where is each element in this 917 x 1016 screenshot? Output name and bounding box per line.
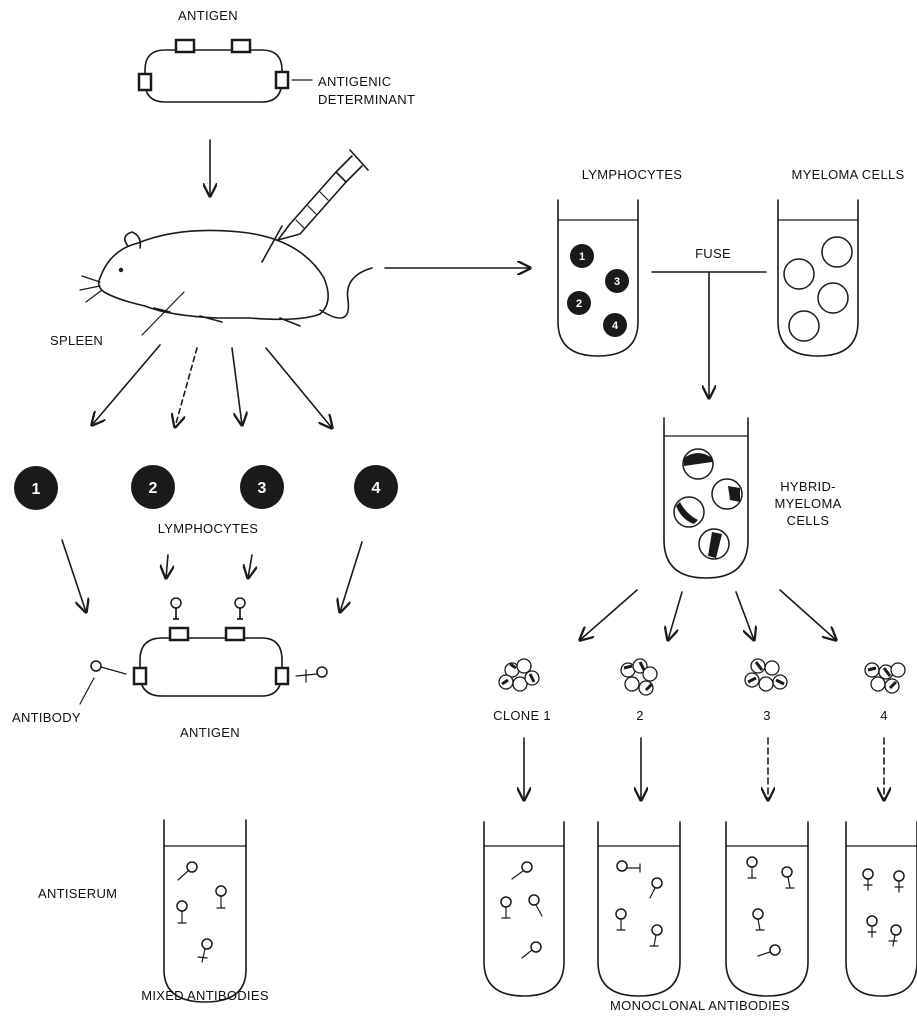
hybrid-label-3: CELLS: [787, 513, 830, 528]
monoclonal-antibodies-label: MONOCLONAL ANTIBODIES: [610, 998, 790, 1013]
arrow-l1-to-antigen: [62, 540, 86, 612]
clone-3-label: 3: [763, 708, 771, 723]
clone-cluster-icon: [865, 663, 905, 693]
antigen-bottom-group: [91, 628, 327, 696]
svg-text:1: 1: [579, 251, 585, 263]
lymphocyte-cell-3: 3: [240, 465, 284, 509]
lymphocyte-cell: 1 3 2 4: [567, 244, 629, 337]
monoclonal-tube-3: [726, 822, 808, 996]
clone-cluster-icon: [621, 659, 657, 695]
antigen-top-group: ANTIGEN ANTIGENIC DETERMINANT: [139, 8, 415, 196]
lymphocyte-cell-4: 4: [354, 465, 398, 509]
lymphocyte-cell-2: 2: [131, 465, 175, 509]
arrow-mouse-to-lymphocyte-3: [232, 348, 242, 425]
arrow-hybrid-to-clone-2: [668, 592, 682, 640]
antibody-icon: [171, 598, 181, 619]
svg-text:3: 3: [614, 276, 620, 288]
arrow-l3-to-antibody: [248, 555, 252, 578]
myeloma-tube: [778, 200, 858, 356]
arrow-l4-to-antigen: [340, 542, 362, 612]
monoclonal-tube-4: [846, 822, 917, 996]
clone-2-label: 2: [636, 708, 644, 723]
antibody-icon: [235, 598, 245, 619]
fuse-label: FUSE: [695, 246, 731, 261]
antigen-bottom-label: ANTIGEN: [180, 725, 240, 740]
antigenic-determinant-label-2: DETERMINANT: [318, 92, 415, 107]
arrow-hybrid-to-clone-3: [736, 592, 754, 640]
spleen-pointer: [142, 292, 184, 335]
lymphocyte-cell-1: 1: [14, 466, 58, 510]
clone-1-label: CLONE 1: [493, 708, 551, 723]
svg-text:3: 3: [258, 480, 267, 497]
lymphocyte-tube: 1 3 2 4: [558, 200, 638, 356]
clone-cluster-icon: [499, 659, 539, 691]
spleen-label: SPLEEN: [50, 333, 103, 348]
hybrid-label-1: HYBRID-: [780, 479, 836, 494]
arrow-l2-to-antibody: [166, 555, 168, 578]
lymphocytes-left-label: LYMPHOCYTES: [158, 521, 259, 536]
arrow-hybrid-to-clone-1: [580, 590, 637, 640]
arrow-mouse-to-lymphocyte-2: [175, 348, 197, 427]
antigen-top-outline: [145, 50, 282, 102]
antigenic-determinant-label-1: ANTIGENIC: [318, 74, 391, 89]
hybrid-label-2: MYELOMA: [774, 496, 841, 511]
hybrid-cell: [674, 449, 742, 559]
clone-cluster-icon: [745, 659, 787, 691]
svg-text:2: 2: [576, 298, 582, 310]
arrow-hybrid-to-clone-4: [780, 590, 836, 640]
syringe-icon: [262, 150, 368, 262]
lymphocytes-tube-label: LYMPHOCYTES: [582, 167, 683, 182]
svg-text:4: 4: [612, 320, 619, 332]
arrow-mouse-to-lymphocyte-4: [266, 348, 332, 428]
antibody-label: ANTIBODY: [12, 710, 81, 725]
clone-4-label: 4: [880, 708, 888, 723]
antibody-icon: [177, 862, 226, 962]
monoclonal-tube-1: [484, 822, 564, 996]
antiserum-tube: [164, 820, 246, 1002]
antigen-top-label: ANTIGEN: [178, 8, 238, 23]
monoclonal-tube-2: [598, 822, 680, 996]
svg-text:2: 2: [149, 480, 158, 497]
antiserum-label: ANTISERUM: [38, 886, 117, 901]
svg-text:1: 1: [32, 481, 41, 498]
antibody-pointer: [80, 678, 94, 704]
mouse-icon: [80, 230, 372, 326]
mixed-antibodies-label: MIXED ANTIBODIES: [141, 988, 269, 1003]
antigenic-determinant-icon: [139, 40, 288, 90]
svg-text:4: 4: [372, 480, 381, 497]
myeloma-cells-label: MYELOMA CELLS: [792, 167, 905, 182]
hybrid-tube: [664, 418, 748, 578]
arrow-mouse-to-lymphocyte-1: [92, 345, 160, 425]
